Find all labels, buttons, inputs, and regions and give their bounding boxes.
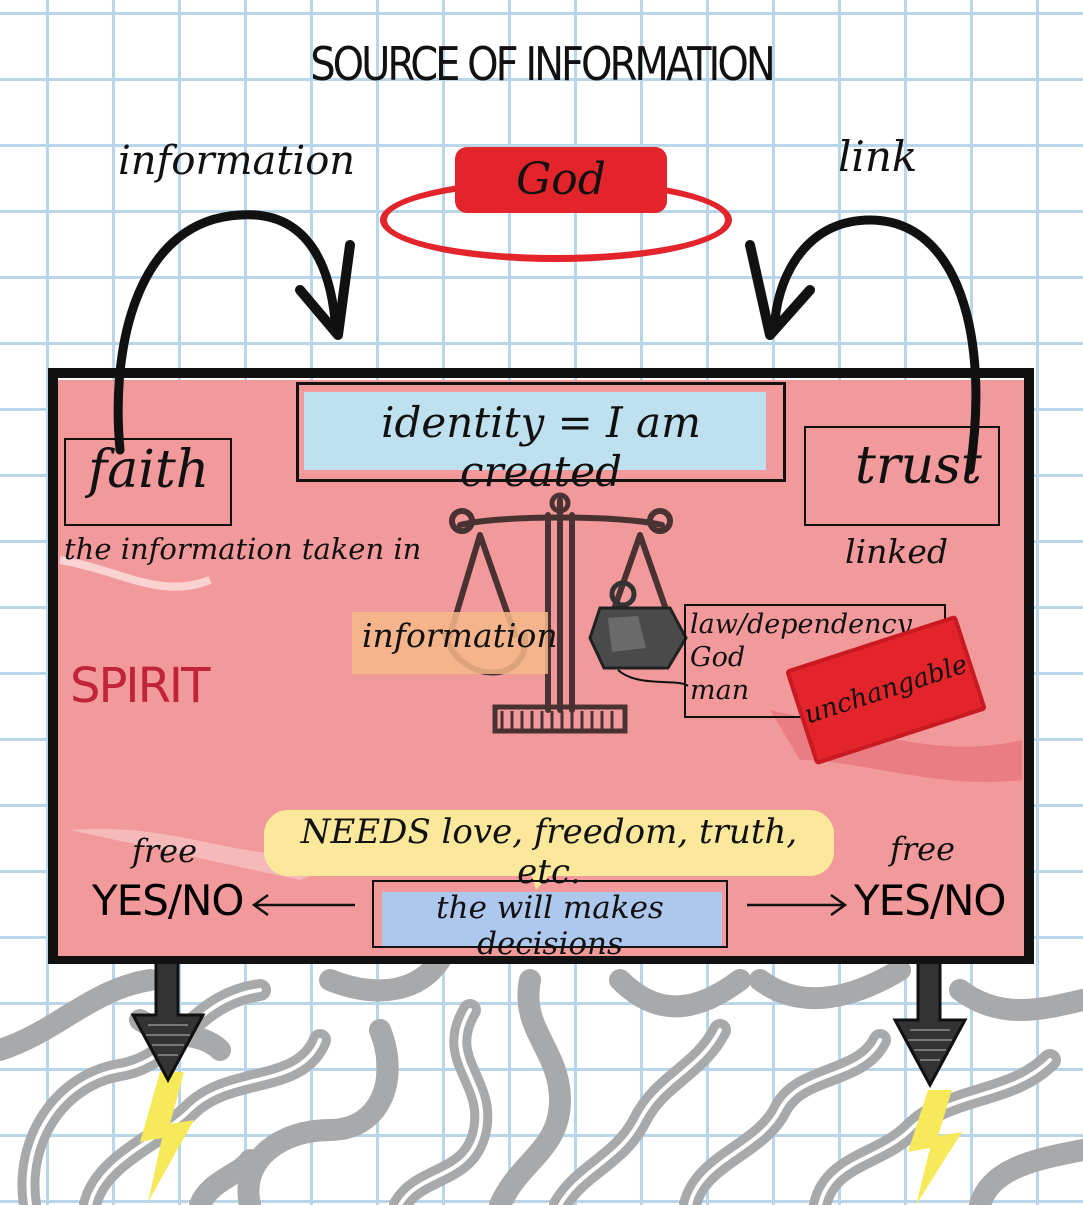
weight-icon	[588, 578, 698, 688]
yes-no-right: YES/NO	[854, 876, 1005, 925]
will-text: the will makes decisions	[372, 890, 728, 962]
free-left-label: free	[132, 832, 197, 870]
lightning-bolt-icon	[898, 1090, 968, 1205]
page-title: SOURCE OF INFORMATION	[0, 39, 1083, 92]
trust-caption: linked	[845, 532, 948, 571]
faith-caption: the information taken in	[64, 532, 421, 566]
identity-text: identity = I am created	[296, 398, 786, 496]
law-line: law/dependency	[690, 608, 912, 641]
scale-information-label: information	[362, 616, 558, 655]
arrow-right-icon	[745, 893, 850, 917]
yes-no-left: YES/NO	[92, 876, 243, 925]
trust-label: trust	[855, 436, 982, 496]
faith-label: faith	[88, 440, 209, 500]
arrow-left-icon	[250, 893, 360, 917]
free-right-label: free	[890, 830, 955, 868]
spirit-label: SPIRIT	[70, 658, 208, 714]
god-badge: God	[455, 147, 667, 213]
link-label: link	[838, 132, 917, 181]
information-label: information	[118, 138, 355, 184]
lightning-bolt-icon	[130, 1072, 200, 1202]
